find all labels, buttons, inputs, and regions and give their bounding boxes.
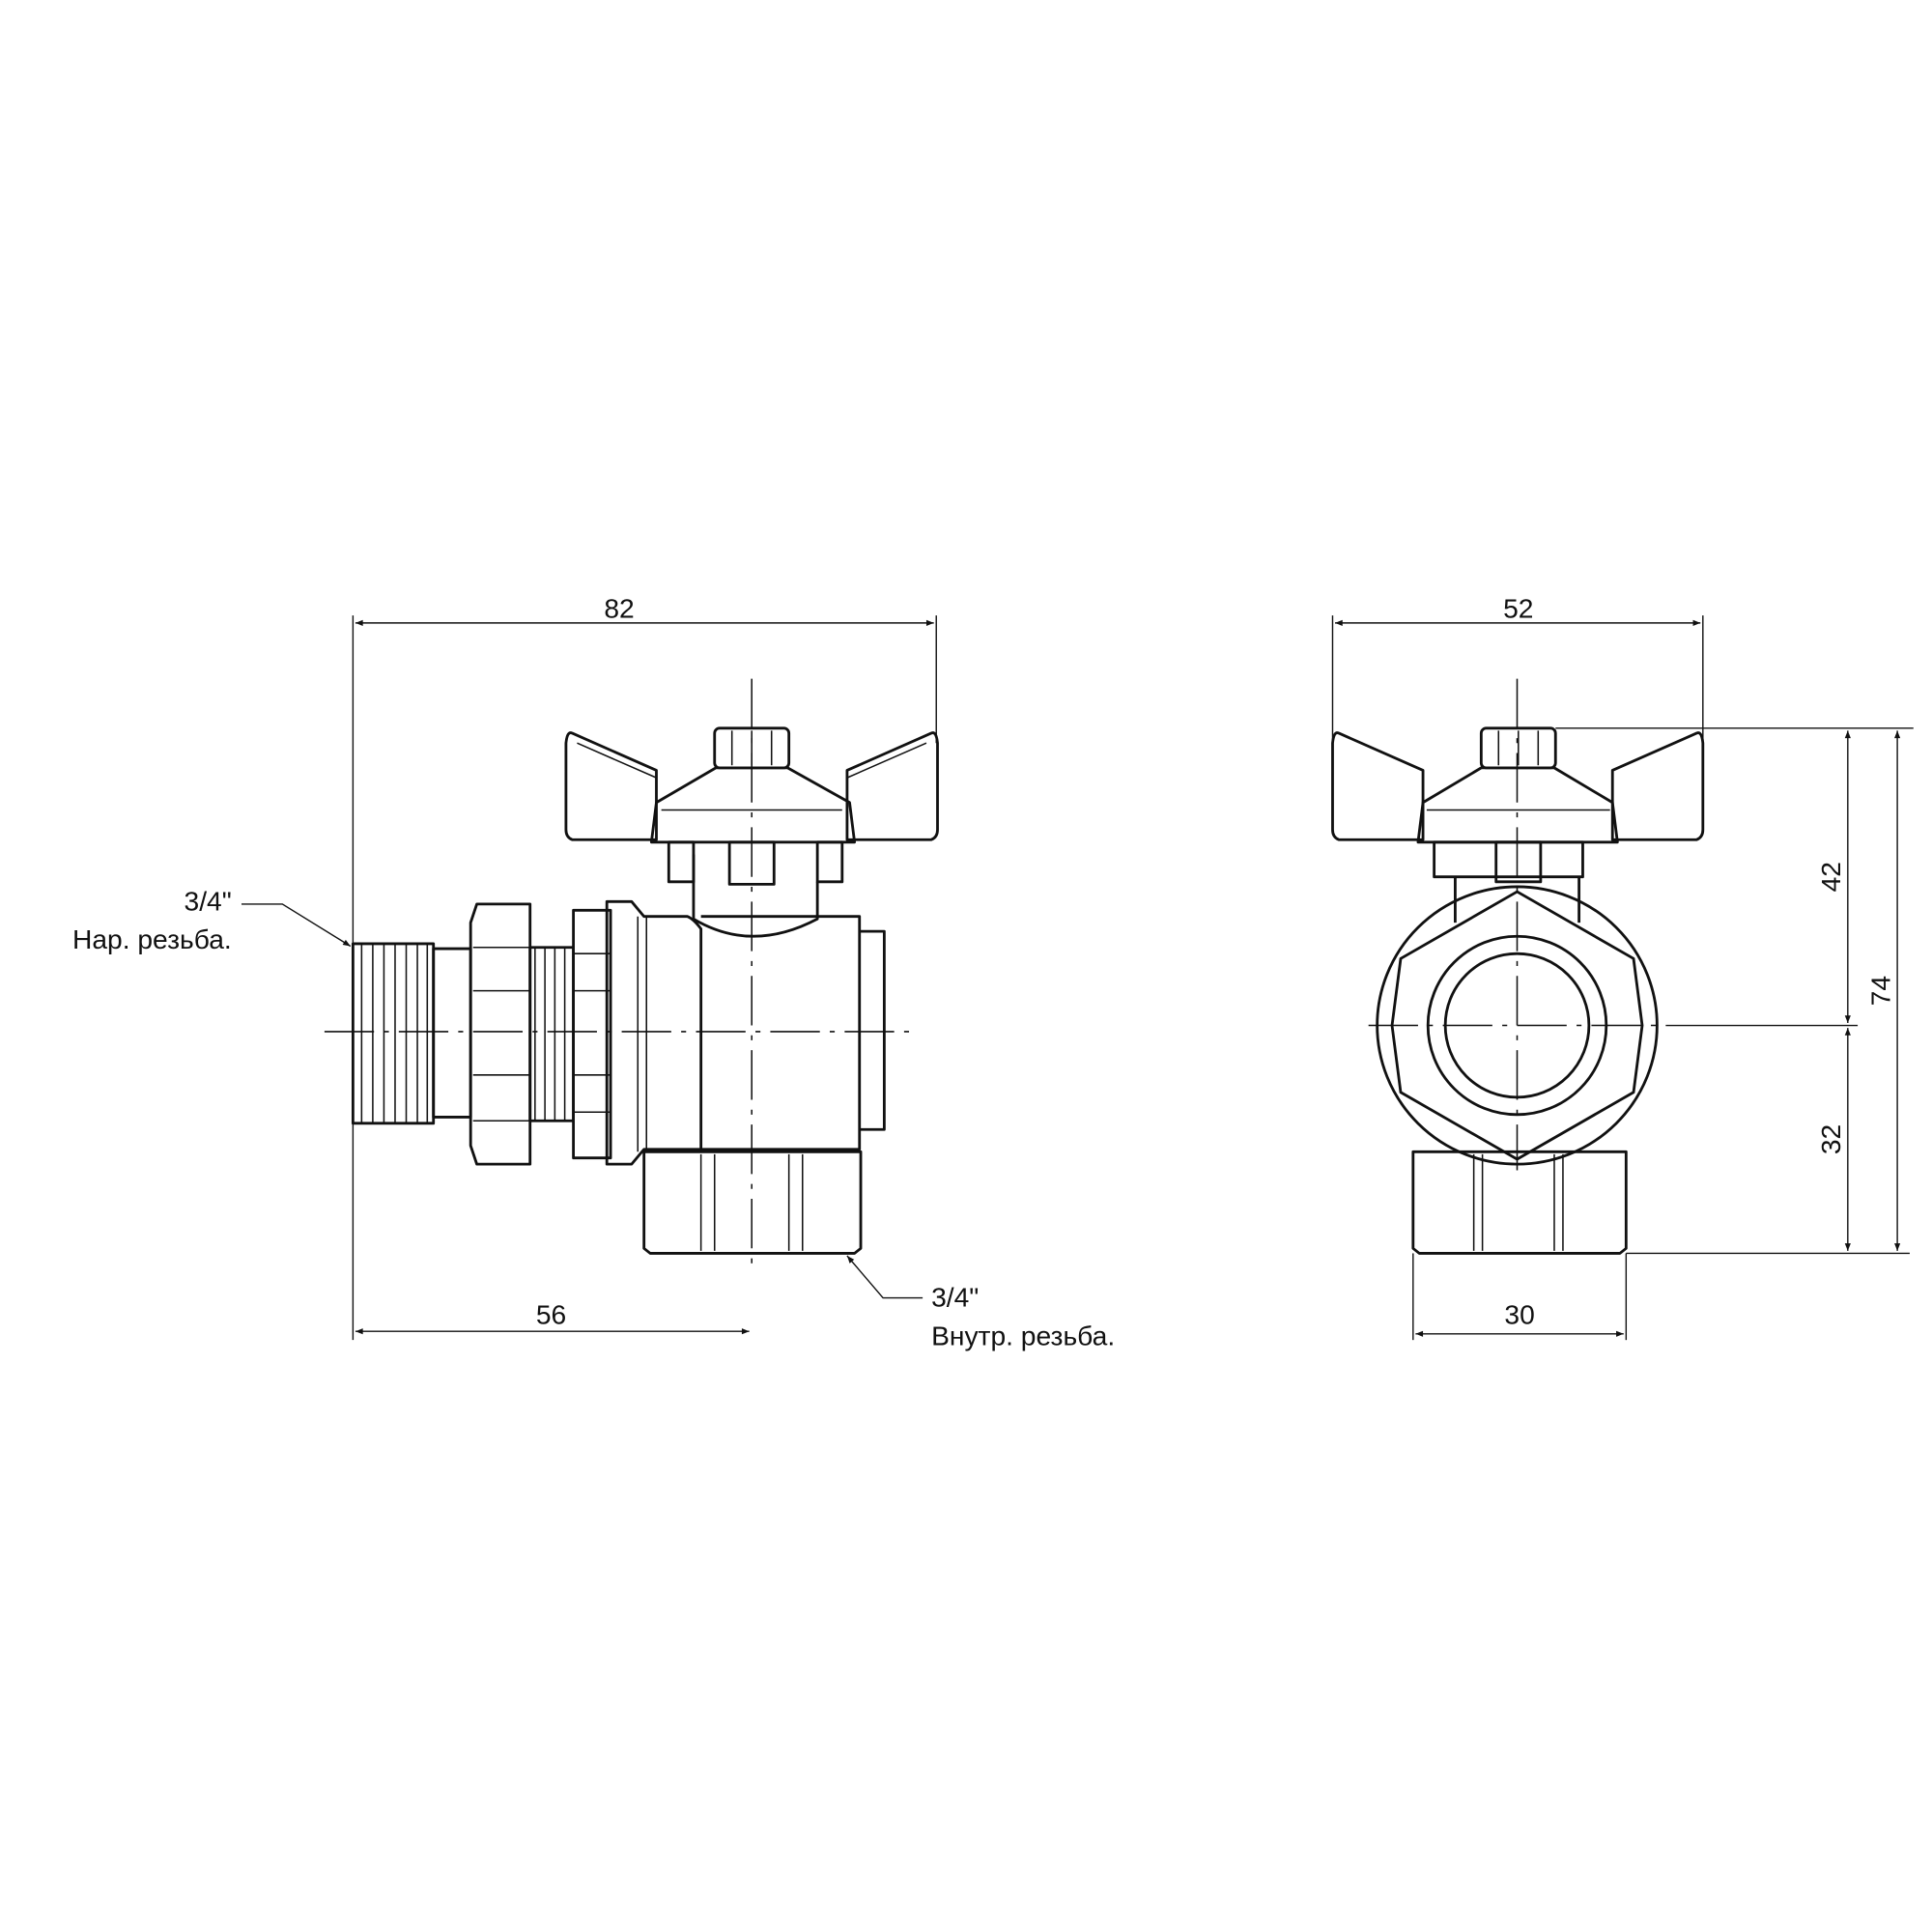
dim-42-label: 42 (1815, 862, 1846, 892)
dim-30-label: 30 (1504, 1299, 1534, 1330)
dimension-30: 30 (1412, 1253, 1628, 1341)
dimension-56: 56 (355, 1299, 750, 1335)
female-thread-callout: 3/4" Внутр. резьба. (846, 1255, 1115, 1350)
front-view: 52 30 42 32 74 (1331, 593, 1914, 1341)
dim-52-label: 52 (1503, 593, 1533, 624)
dim-56-label: 56 (536, 1299, 566, 1330)
side-view: 82 56 3/4" Нар. резьба. 3/4" Внутр. резь… (72, 593, 1115, 1351)
female-thread-label: Внутр. резьба. (931, 1320, 1115, 1350)
valve-body (605, 899, 886, 1255)
valve-handle-front (1331, 726, 1705, 923)
male-thread-callout: 3/4" Нар. резьба. (72, 885, 352, 954)
male-thread-label: Нар. резьба. (72, 923, 232, 954)
center-lines (324, 678, 915, 1266)
male-thread-size: 3/4" (185, 885, 232, 916)
female-thread-size: 3/4" (931, 1282, 979, 1313)
union-fitting (351, 902, 612, 1166)
dim-32-label: 32 (1815, 1124, 1846, 1154)
center-lines-front (1368, 678, 1666, 1171)
dimension-52: 52 (1331, 593, 1704, 744)
vertical-dimensions: 42 32 74 (1555, 727, 1914, 1255)
dim-82-label: 82 (604, 593, 634, 624)
dimension-82: 82 (352, 593, 937, 1341)
dim-74-label: 74 (1864, 976, 1895, 1006)
